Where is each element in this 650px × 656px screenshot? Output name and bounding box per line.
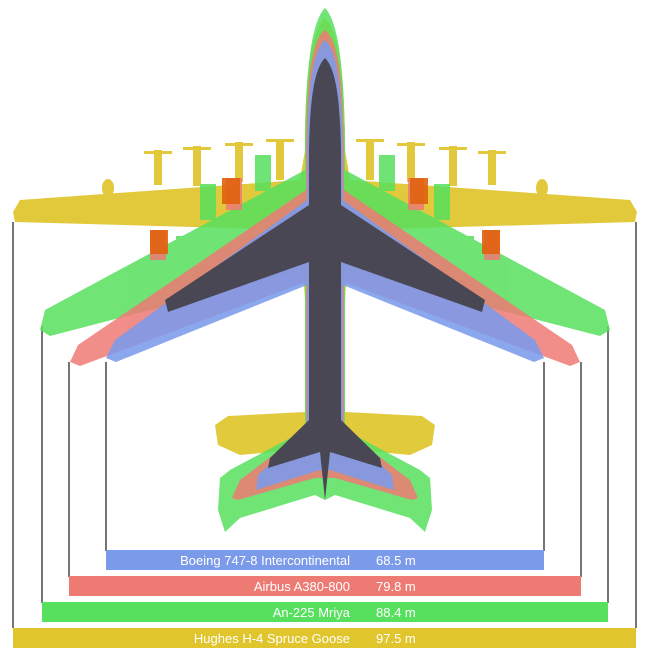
aircraft-name-label: Boeing 747-8 Intercontinental [180,553,350,568]
wingspan-value-label: 68.5 m [376,553,416,568]
wingspan-value-label: 88.4 m [376,605,416,620]
wingspan-bar-hughes: Hughes H-4 Spruce Goose 97.5 m [13,628,636,648]
hughes-engines [102,139,548,197]
wingspan-value-label: 97.5 m [376,631,416,646]
wingspan-bars: Boeing 747-8 Intercontinental 68.5 m Air… [13,550,636,648]
overlap-silhouette [165,58,485,500]
aircraft-name-label: An-225 Mriya [273,605,351,620]
aircraft-name-label: Hughes H-4 Spruce Goose [194,631,350,646]
engine-overlaps [150,178,500,254]
wingspan-value-label: 79.8 m [376,579,416,594]
wingspan-bar-airbus: Airbus A380-800 79.8 m [69,576,581,596]
aircraft-name-label: Airbus A380-800 [254,579,350,594]
wingspan-bar-antonov: An-225 Mriya 88.4 m [42,602,608,622]
wingspan-brackets [12,222,637,628]
wingspan-bar-boeing: Boeing 747-8 Intercontinental 68.5 m [106,550,544,570]
